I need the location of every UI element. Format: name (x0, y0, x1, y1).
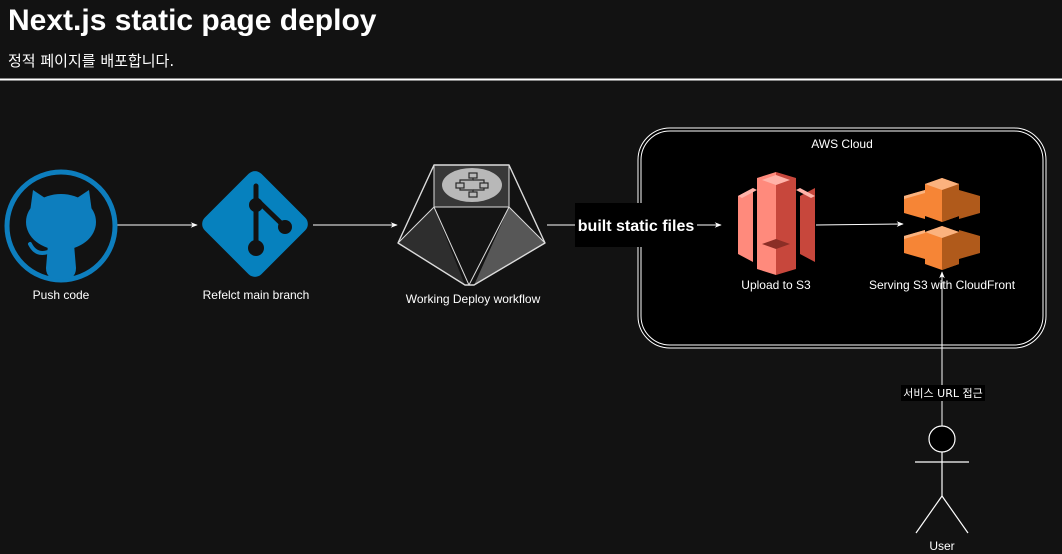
upload-s3-label: Upload to S3 (741, 278, 811, 292)
deploy-workflow-icon[interactable] (397, 164, 546, 286)
page-title: Next.js static page deploy (8, 4, 377, 37)
amazon-s3-icon[interactable] (738, 172, 815, 275)
edge-s3-to-cloudfront (815, 221, 904, 227)
amazon-cloudfront-icon[interactable] (904, 178, 980, 270)
reflect-branch-label: Refelct main branch (203, 288, 310, 302)
cloudfront-label: Serving S3 with CloudFront (869, 278, 1016, 292)
push-code-label: Push code (33, 288, 90, 302)
workflow-label: Working Deploy workflow (406, 292, 541, 306)
user-label: User (929, 539, 954, 553)
page-subtitle: 정적 페이지를 배포합니다. (8, 52, 175, 70)
git-icon[interactable] (198, 167, 311, 280)
user-actor-icon[interactable] (915, 425, 969, 534)
edge-label-service-url: 서비스 URL 접근 (901, 385, 985, 401)
built-static-files-label: built static files (578, 218, 695, 235)
aws-cloud-group[interactable]: AWS Cloud (637, 127, 1047, 349)
edge-label-built-static-files: built static files (575, 203, 697, 247)
aws-cloud-label: AWS Cloud (811, 137, 873, 151)
github-icon[interactable] (4, 169, 118, 283)
service-url-label: 서비스 URL 접근 (903, 387, 982, 400)
